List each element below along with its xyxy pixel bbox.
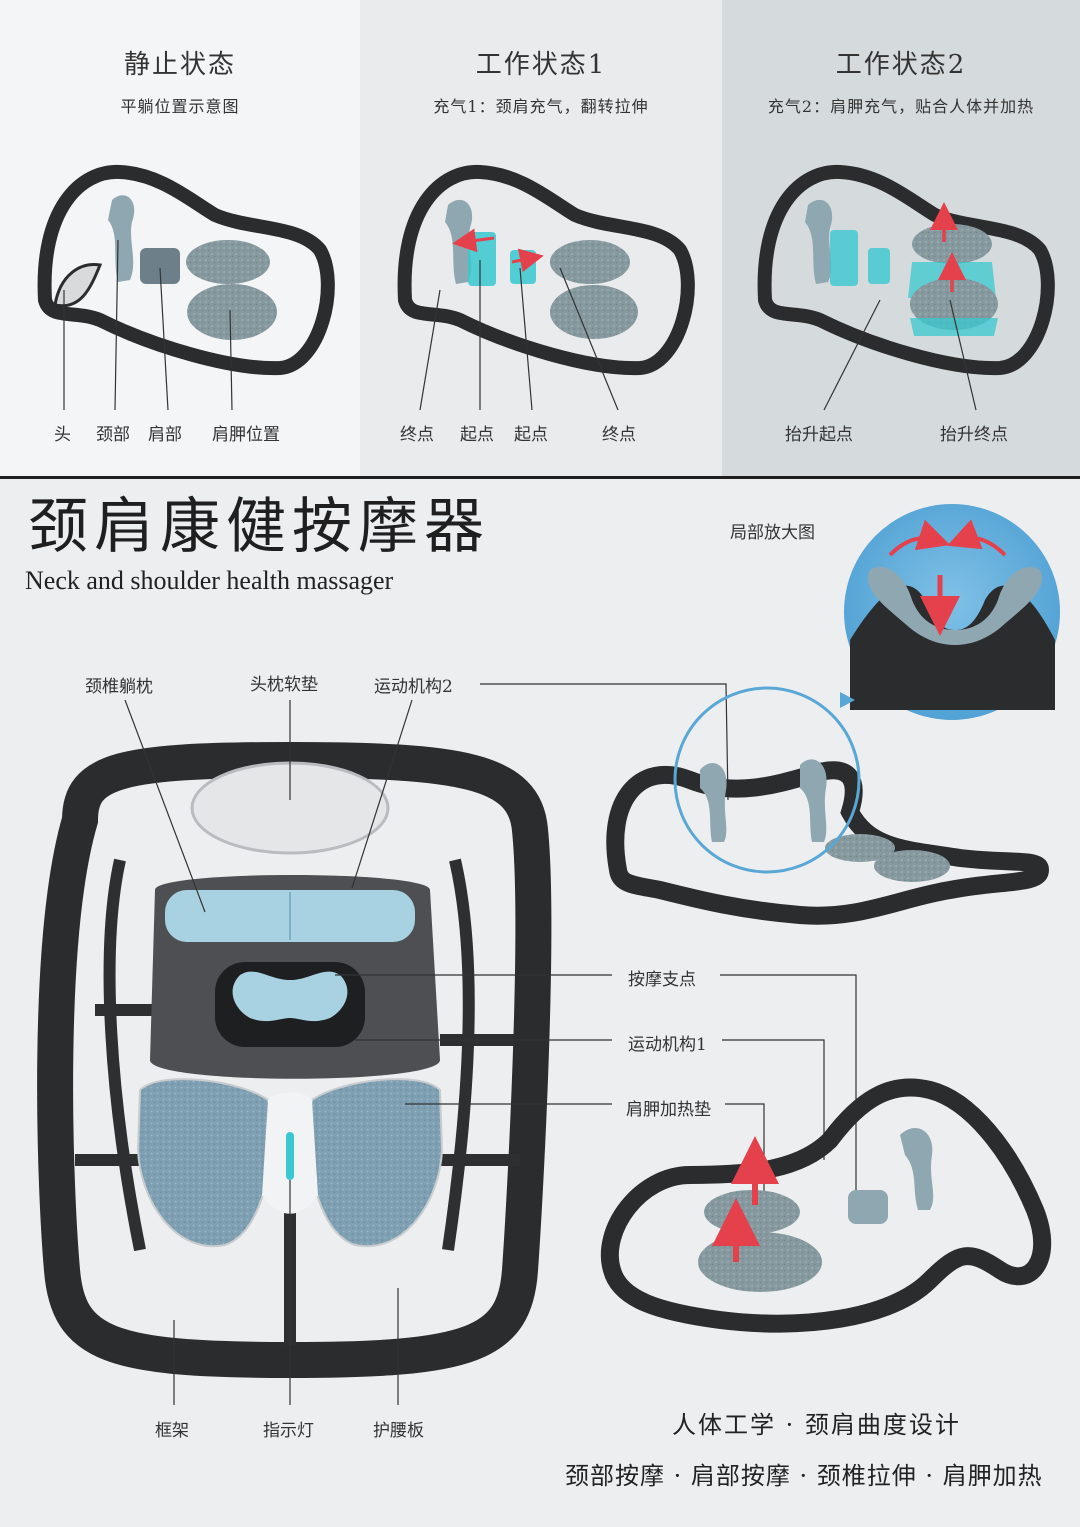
ws2-label-lift-start: 抬升起点 xyxy=(785,425,853,445)
ws1-label-start-2: 起点 xyxy=(514,425,548,445)
working-state-2-subtitle: 充气2：肩胛充气，贴合人体并加热 xyxy=(767,97,1035,116)
product-title-en: Neck and shoulder health massager xyxy=(25,566,394,595)
zoom-detail-label: 局部放大图 xyxy=(730,523,815,543)
slogan-features: 颈部按摩 · 肩部按摩 · 颈椎拉伸 · 肩胛加热 xyxy=(565,1462,1043,1490)
rest-state-title: 静止状态 xyxy=(123,50,236,80)
rest-state-subtitle: 平躺位置示意图 xyxy=(120,97,240,116)
main-front-view xyxy=(37,741,552,1379)
slogan-ergonomics: 人体工学 · 颈肩曲度设计 xyxy=(672,1411,961,1439)
callout-lumbar-board: 护腰板 xyxy=(373,1421,424,1441)
ws1-label-end-1: 终点 xyxy=(400,425,434,445)
rest-label-head: 头 xyxy=(54,425,71,445)
side-view-upper xyxy=(606,686,1050,925)
zoom-detail xyxy=(840,504,1060,720)
rest-label-scapula: 肩胛位置 xyxy=(212,425,280,445)
working-state-1-device xyxy=(397,164,695,376)
working-state-1-subtitle: 充气1：颈肩充气，翻转拉伸 xyxy=(433,97,649,116)
ws1-label-start-1: 起点 xyxy=(460,425,494,445)
callout-cervical-pillow: 颈椎躺枕 xyxy=(85,677,153,697)
callout-scapula-heating-pad: 肩胛加热垫 xyxy=(626,1100,711,1120)
rest-label-neck: 颈部 xyxy=(96,425,130,445)
side-view-lower xyxy=(601,1078,1052,1333)
working-state-2-title: 工作状态2 xyxy=(835,50,967,80)
product-title-cn: 颈肩康健按摩器 xyxy=(28,492,490,562)
ws1-label-end-2: 终点 xyxy=(602,425,636,445)
callout-mechanism-1: 运动机构1 xyxy=(628,1035,707,1055)
rest-state-leader-lines xyxy=(63,239,233,411)
callout-frame: 框架 xyxy=(155,1421,189,1441)
working-state-1-title: 工作状态1 xyxy=(475,50,607,80)
callout-mechanism-2: 运动机构2 xyxy=(374,677,453,697)
working-state-2-leader-lines xyxy=(823,299,977,411)
callout-massage-fulcrum: 按摩支点 xyxy=(628,970,696,990)
callout-indicator-light: 指示灯 xyxy=(263,1421,314,1441)
rest-state-device xyxy=(37,164,335,376)
working-state-2-device xyxy=(757,164,1055,376)
callout-headrest-pad: 头枕软垫 xyxy=(250,675,318,695)
rest-label-shoulder: 肩部 xyxy=(148,425,182,445)
working-state-1-leader-lines xyxy=(419,260,619,411)
section-divider xyxy=(0,476,1080,479)
ws2-label-lift-end: 抬升终点 xyxy=(940,425,1008,445)
